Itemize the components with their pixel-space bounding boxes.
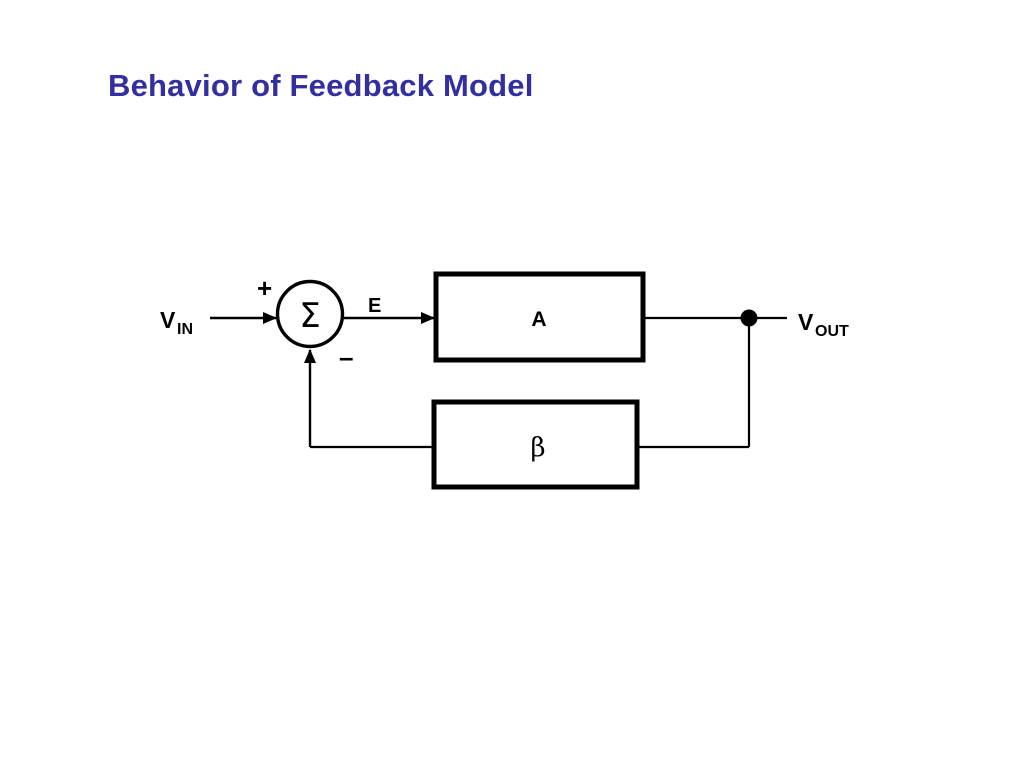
page-title: Behavior of Feedback Model [108,68,534,103]
summing-junction-circle [275,279,345,349]
error-signal-label: E [368,295,381,317]
output-label-subscript: OUT [815,323,849,340]
input-label-subscript: IN [177,321,193,338]
input-label-base: V [160,307,176,333]
forward-gain-label: A [531,308,546,331]
output-label-base: V [798,309,814,335]
summing-positive-sign: + [257,273,272,303]
summing-negative-sign: – [339,342,353,372]
sigma-icon: Σ [299,296,320,336]
forward-gain-block [433,271,646,363]
feedback-gain-label: β [530,433,545,463]
feedback-gain-block [431,399,640,490]
